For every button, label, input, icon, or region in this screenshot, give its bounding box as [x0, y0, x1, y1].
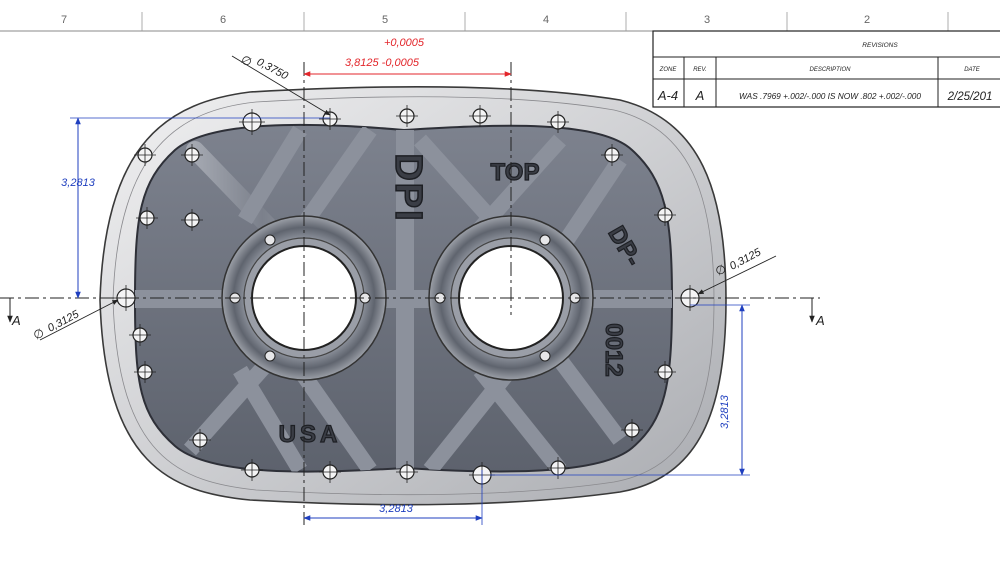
- revisions-header-rev: REV.: [693, 67, 707, 73]
- flange-bolt-holes: [113, 105, 703, 488]
- zone-border: 7 6 5 4 3 2: [0, 12, 1000, 32]
- zone-label-4: 4: [543, 14, 549, 26]
- bolt-hole-crosshair: [134, 361, 156, 383]
- bolt-hole-crosshair: [396, 461, 418, 483]
- revisions-header-description: DESCRIPTION: [809, 67, 851, 73]
- revisions-header-date: DATE: [964, 67, 981, 73]
- zone-label-2: 2: [864, 14, 870, 26]
- casting-country: USA: [279, 421, 342, 448]
- dim-bottom-horizontal: 3,2813: [303, 470, 483, 525]
- revisions-row-date: 2/25/201: [947, 91, 993, 103]
- bolt-hole-crosshair: [129, 324, 151, 346]
- revisions-row-rev: A: [695, 88, 705, 103]
- callout-hole-left-symbol: ∅: [31, 325, 47, 342]
- bolt-hole-crosshair: [136, 207, 158, 229]
- bolt-hole-crosshair: [547, 111, 569, 133]
- revisions-table: REVISIONS ZONE REV. DESCRIPTION DATE A-4…: [652, 30, 1000, 108]
- revisions-row-description: WAS .7969 +.002/-.000 IS NOW .802 +.002/…: [739, 91, 921, 101]
- center-lines: [0, 62, 820, 525]
- bolt-hole-crosshair: [181, 209, 203, 231]
- callout-hole-top-value: 0,3750: [255, 56, 291, 83]
- bolt-hole-crosshair: [189, 429, 211, 451]
- dim-vertical-right: 3,2813: [490, 304, 750, 476]
- bolt-hole-crosshair: [239, 109, 265, 135]
- section-marker-right: A: [809, 298, 825, 328]
- zone-label-3: 3: [704, 14, 710, 26]
- zone-label-6: 6: [220, 14, 226, 26]
- zone-label-7: 7: [61, 14, 67, 26]
- bolt-hole-crosshair: [654, 204, 676, 226]
- bolt-hole-crosshair: [469, 105, 491, 127]
- section-marker-left: A: [7, 298, 21, 328]
- callout-hole-left-value: 0,3125: [46, 308, 82, 335]
- bolt-hole-crosshair: [601, 144, 623, 166]
- dim-center-distance: +0,0005 3,8125 -0,0005: [303, 37, 512, 77]
- callout-hole-top-symbol: ∅: [239, 52, 255, 69]
- bolt-hole-crosshair: [654, 361, 676, 383]
- casting-part-number: 0012: [600, 323, 627, 376]
- dim-vertical-left-value: 3,2813: [61, 177, 96, 189]
- dim-tol-plus: +0,0005: [384, 37, 425, 49]
- bolt-hole-crosshair: [396, 105, 418, 127]
- revisions-header-zone: ZONE: [659, 67, 678, 73]
- revisions-row-zone: A-4: [657, 88, 678, 103]
- bolt-hole-crosshair: [621, 419, 643, 441]
- zone-label-5: 5: [382, 14, 388, 26]
- casting-top-label: TOP: [491, 159, 540, 186]
- bolt-hole-crosshair: [181, 144, 203, 166]
- casting-logo: DPI: [387, 153, 429, 222]
- bolt-hole-crosshair: [134, 144, 156, 166]
- dim-bottom-horizontal-value: 3,2813: [379, 503, 414, 515]
- dim-vertical-right-value: 3,2813: [719, 394, 731, 429]
- bolt-hole-crosshair: [241, 459, 263, 481]
- bolt-hole-crosshair: [319, 461, 341, 483]
- section-label-right: A: [815, 313, 825, 328]
- revisions-title: REVISIONS: [862, 42, 898, 49]
- callout-hole-right-value: 0,3125: [728, 246, 764, 273]
- section-label-left: A: [11, 313, 21, 328]
- dim-vertical-left: 3,2813: [61, 117, 330, 299]
- dim-center-distance-value: 3,8125 -0,0005: [345, 57, 420, 69]
